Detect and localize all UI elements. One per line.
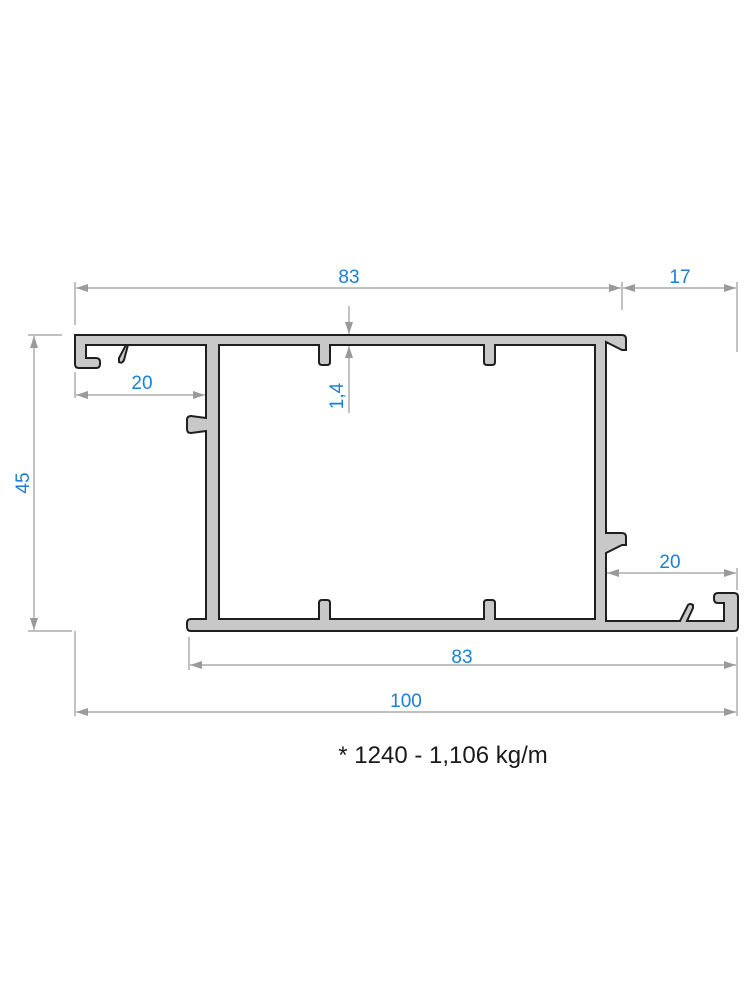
label-bottom-width: 83 xyxy=(451,647,472,668)
weight-caption: * 1240 - 1,106 kg/m xyxy=(0,742,750,770)
aluminium-profile xyxy=(74,334,739,632)
dimension-labels: 83 17 45 20 1,4 20 83 100 xyxy=(13,267,691,712)
label-overall-width: 100 xyxy=(390,691,422,712)
label-wall-thickness: 1,4 xyxy=(327,382,348,409)
label-top-width: 83 xyxy=(338,267,359,288)
profile-outline xyxy=(74,334,739,632)
label-height: 45 xyxy=(13,472,34,493)
label-overhang: 17 xyxy=(669,267,690,288)
label-right-flange: 20 xyxy=(659,552,680,573)
dimension-lines xyxy=(28,282,738,716)
weight-caption-text: * 1240 - 1,106 kg/m xyxy=(338,742,548,769)
label-left-flange: 20 xyxy=(131,373,152,394)
